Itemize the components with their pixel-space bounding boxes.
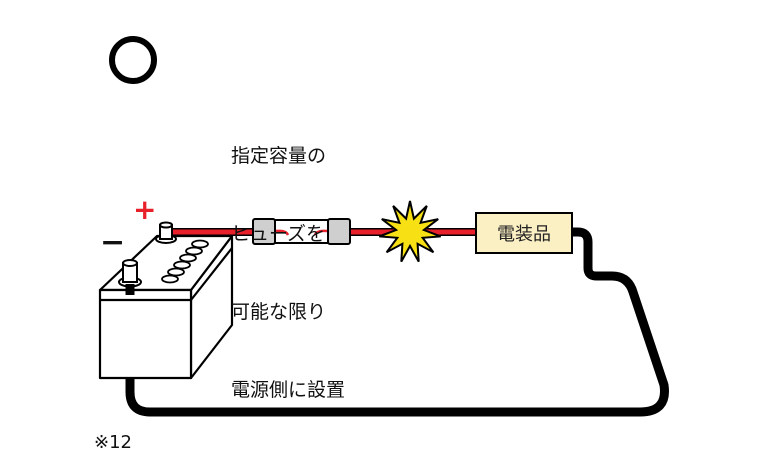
fuse-instruction-caption: 指定容量の ヒューズを 可能な限り 電源側に設置 bbox=[231, 91, 345, 429]
battery-front-face bbox=[98, 288, 193, 380]
battery-vent-caps bbox=[161, 239, 209, 284]
fuse-element bbox=[275, 229, 290, 236]
fuse-cap-right bbox=[327, 218, 351, 245]
device-label: 電装品 bbox=[497, 224, 551, 245]
correct-mark-icon bbox=[109, 36, 157, 84]
caption-line: 可能な限り bbox=[231, 301, 327, 323]
short-circuit-spark-icon bbox=[378, 200, 442, 263]
positive-terminal bbox=[155, 221, 177, 244]
ground-wire bbox=[125, 227, 669, 417]
fuse bbox=[252, 218, 351, 245]
negative-terminal bbox=[118, 259, 142, 288]
fuse-cap-left bbox=[252, 218, 276, 245]
positive-sign: + bbox=[133, 193, 157, 226]
footnote-reference: ※12 bbox=[94, 432, 132, 453]
device-box bbox=[475, 212, 573, 254]
caption-line: 電源側に設置 bbox=[231, 379, 346, 401]
caption-line: 指定容量の bbox=[231, 145, 327, 167]
caption-line: ヒューズを bbox=[231, 223, 326, 245]
negative-sign: − bbox=[100, 225, 126, 260]
